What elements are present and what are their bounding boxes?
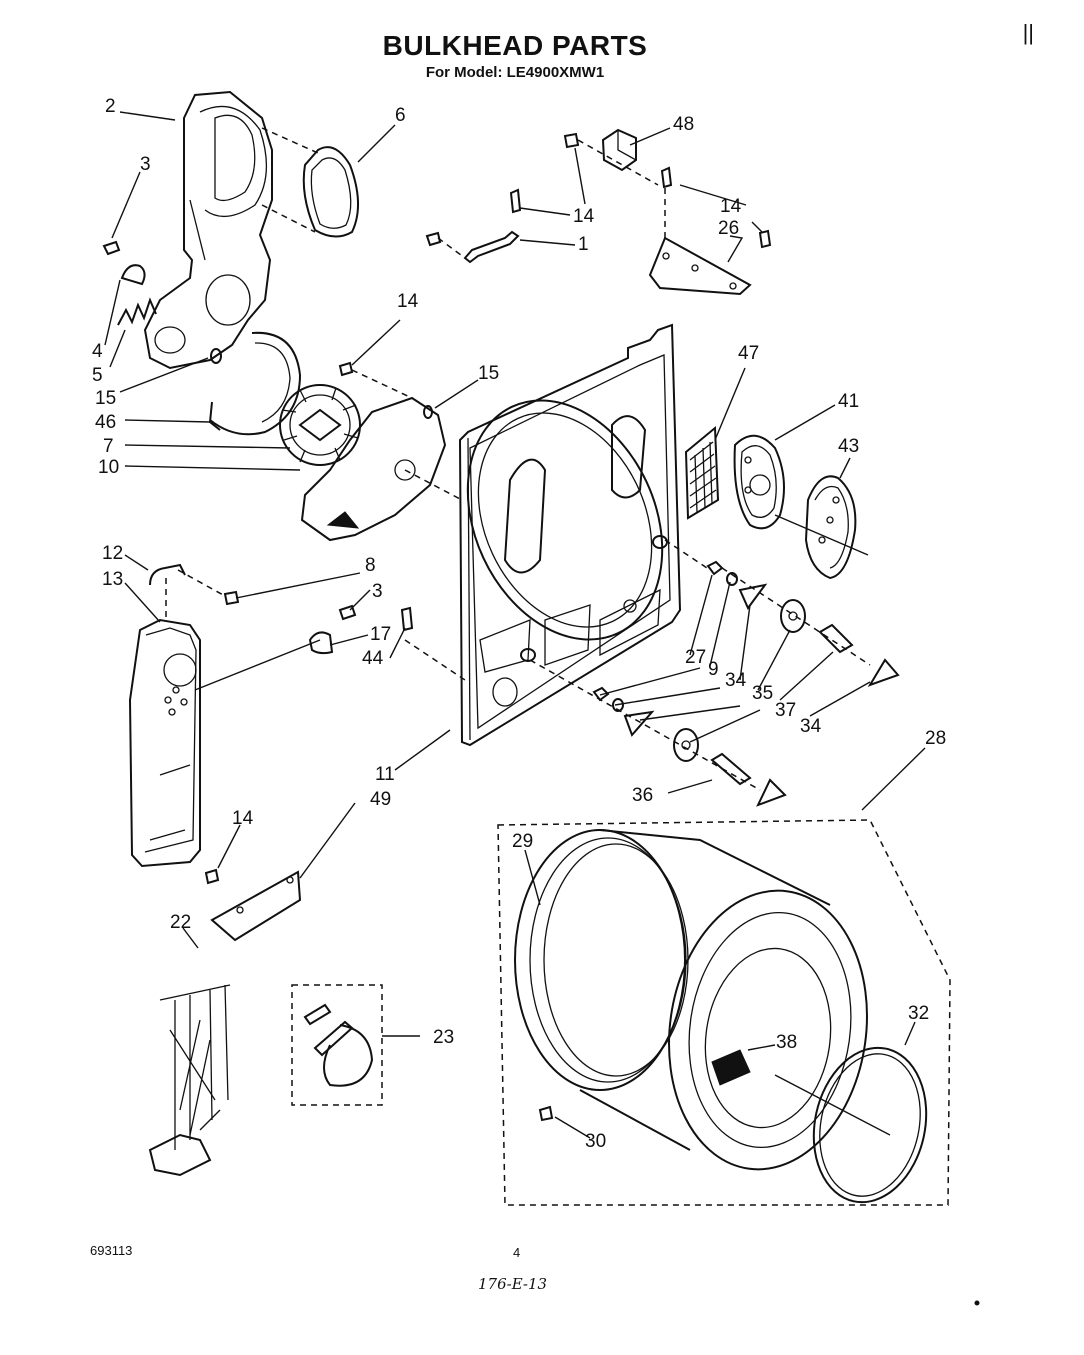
callout-35: 35 <box>752 683 773 704</box>
part-4-clip <box>120 264 146 286</box>
callout-37: 37 <box>775 700 796 721</box>
part-14-screw-lower <box>204 868 220 885</box>
callout-10: 10 <box>98 457 119 478</box>
part-27-nut-upper <box>706 560 724 576</box>
part-9-washer-lower <box>612 698 624 712</box>
part-3-screw-lower <box>338 604 357 621</box>
part-47-lint-screen <box>684 425 720 520</box>
callout-44: 44 <box>362 648 384 669</box>
callout-34: 34 <box>800 716 822 737</box>
callout-41: 41 <box>838 391 859 412</box>
callout-11: 11 <box>375 764 395 785</box>
callout-6: 6 <box>395 105 406 126</box>
callout-30: 30 <box>585 1131 606 1152</box>
part-17-clamp <box>308 631 334 655</box>
part-37-shaft-upper <box>818 623 854 654</box>
part-22-wire-harness <box>148 984 231 1177</box>
part-34-bracket-bottom <box>756 778 787 807</box>
callout-14: 14 <box>232 808 254 829</box>
part-6-seal <box>302 146 360 238</box>
part-15-grommet-left <box>210 348 222 364</box>
callout-47: 47 <box>738 343 759 364</box>
callout-29: 29 <box>512 831 533 852</box>
callout-labels: 2 6 3 48 14 1 14 26 14 4 5 15 15 46 7 10… <box>92 96 946 1152</box>
callout-13: 13 <box>102 569 123 590</box>
callout-14: 14 <box>720 196 742 217</box>
part-46-ring <box>208 331 302 436</box>
callout-46: 46 <box>95 412 116 433</box>
callout-15: 15 <box>478 363 499 384</box>
part-43-grille <box>804 475 857 580</box>
part-1-bracket <box>463 230 520 264</box>
callout-28: 28 <box>925 728 946 749</box>
part-9-washer-upper <box>726 572 738 586</box>
callout-23: 23 <box>433 1027 454 1048</box>
handwritten-code: 176-E-13 <box>478 1275 548 1293</box>
part-5-spring <box>117 297 157 326</box>
callout-27: 27 <box>685 647 706 668</box>
callout-14: 14 <box>573 206 595 227</box>
part-37-shaft-lower <box>710 752 752 786</box>
part-27-nut-lower <box>592 686 610 702</box>
callout-7: 7 <box>103 436 114 457</box>
part-10-blower-housing <box>300 396 447 542</box>
part-2-duct <box>143 90 273 370</box>
callout-5: 5 <box>92 365 103 386</box>
callout-26: 26 <box>718 218 739 239</box>
callout-17: 17 <box>370 624 391 645</box>
callout-15: 15 <box>95 388 116 409</box>
callout-4: 4 <box>92 341 103 362</box>
part-32-drum-seal <box>812 1046 928 1204</box>
part-3-screw-top <box>102 240 121 256</box>
page-title: BULKHEAD PARTS <box>382 30 648 61</box>
leader-lines <box>104 111 926 1139</box>
callout-49: 49 <box>370 789 391 810</box>
page-number: 4 <box>513 1245 521 1260</box>
part-8-screw <box>223 590 240 606</box>
callout-14: 14 <box>397 291 419 312</box>
part-7-blower-wheel <box>279 384 361 466</box>
corner-dot <box>974 1300 980 1306</box>
part-12-clip <box>149 563 186 586</box>
callout-3: 3 <box>372 581 383 602</box>
part-41-cover <box>733 434 785 530</box>
document-number: 693113 <box>90 1243 133 1258</box>
part-23-cable-box <box>291 984 383 1106</box>
callout-3: 3 <box>140 154 151 175</box>
callout-43: 43 <box>838 436 859 457</box>
part-44-screw <box>400 606 414 632</box>
part-26-plate <box>648 236 752 296</box>
callout-32: 32 <box>908 1003 929 1024</box>
callout-12: 12 <box>102 543 123 564</box>
callout-22: 22 <box>170 912 191 933</box>
part-35-wheel-upper <box>780 599 806 633</box>
part-34-bracket-lower <box>623 710 655 737</box>
callout-34: 34 <box>725 670 747 691</box>
part-49-plate <box>210 870 302 942</box>
callout-2: 2 <box>105 96 116 117</box>
part-28-drum-assembly <box>497 819 951 1206</box>
callout-36: 36 <box>632 785 653 806</box>
callout-38: 38 <box>776 1032 797 1053</box>
model-subtitle: For Model: LE4900XMW1 <box>425 64 605 81</box>
corner-mark: || <box>1022 20 1034 45</box>
part-34-bracket-right <box>867 658 900 687</box>
part-14-screws-top <box>338 132 772 377</box>
part-48-terminal-block <box>601 128 637 172</box>
callout-48: 48 <box>673 114 694 135</box>
callout-8: 8 <box>365 555 376 576</box>
part-13-exhaust-duct <box>128 618 201 868</box>
part-35-wheel-lower <box>673 728 699 762</box>
part-11-bulkhead-panel <box>458 323 682 747</box>
callout-9: 9 <box>708 659 719 680</box>
callout-1: 1 <box>578 234 589 255</box>
